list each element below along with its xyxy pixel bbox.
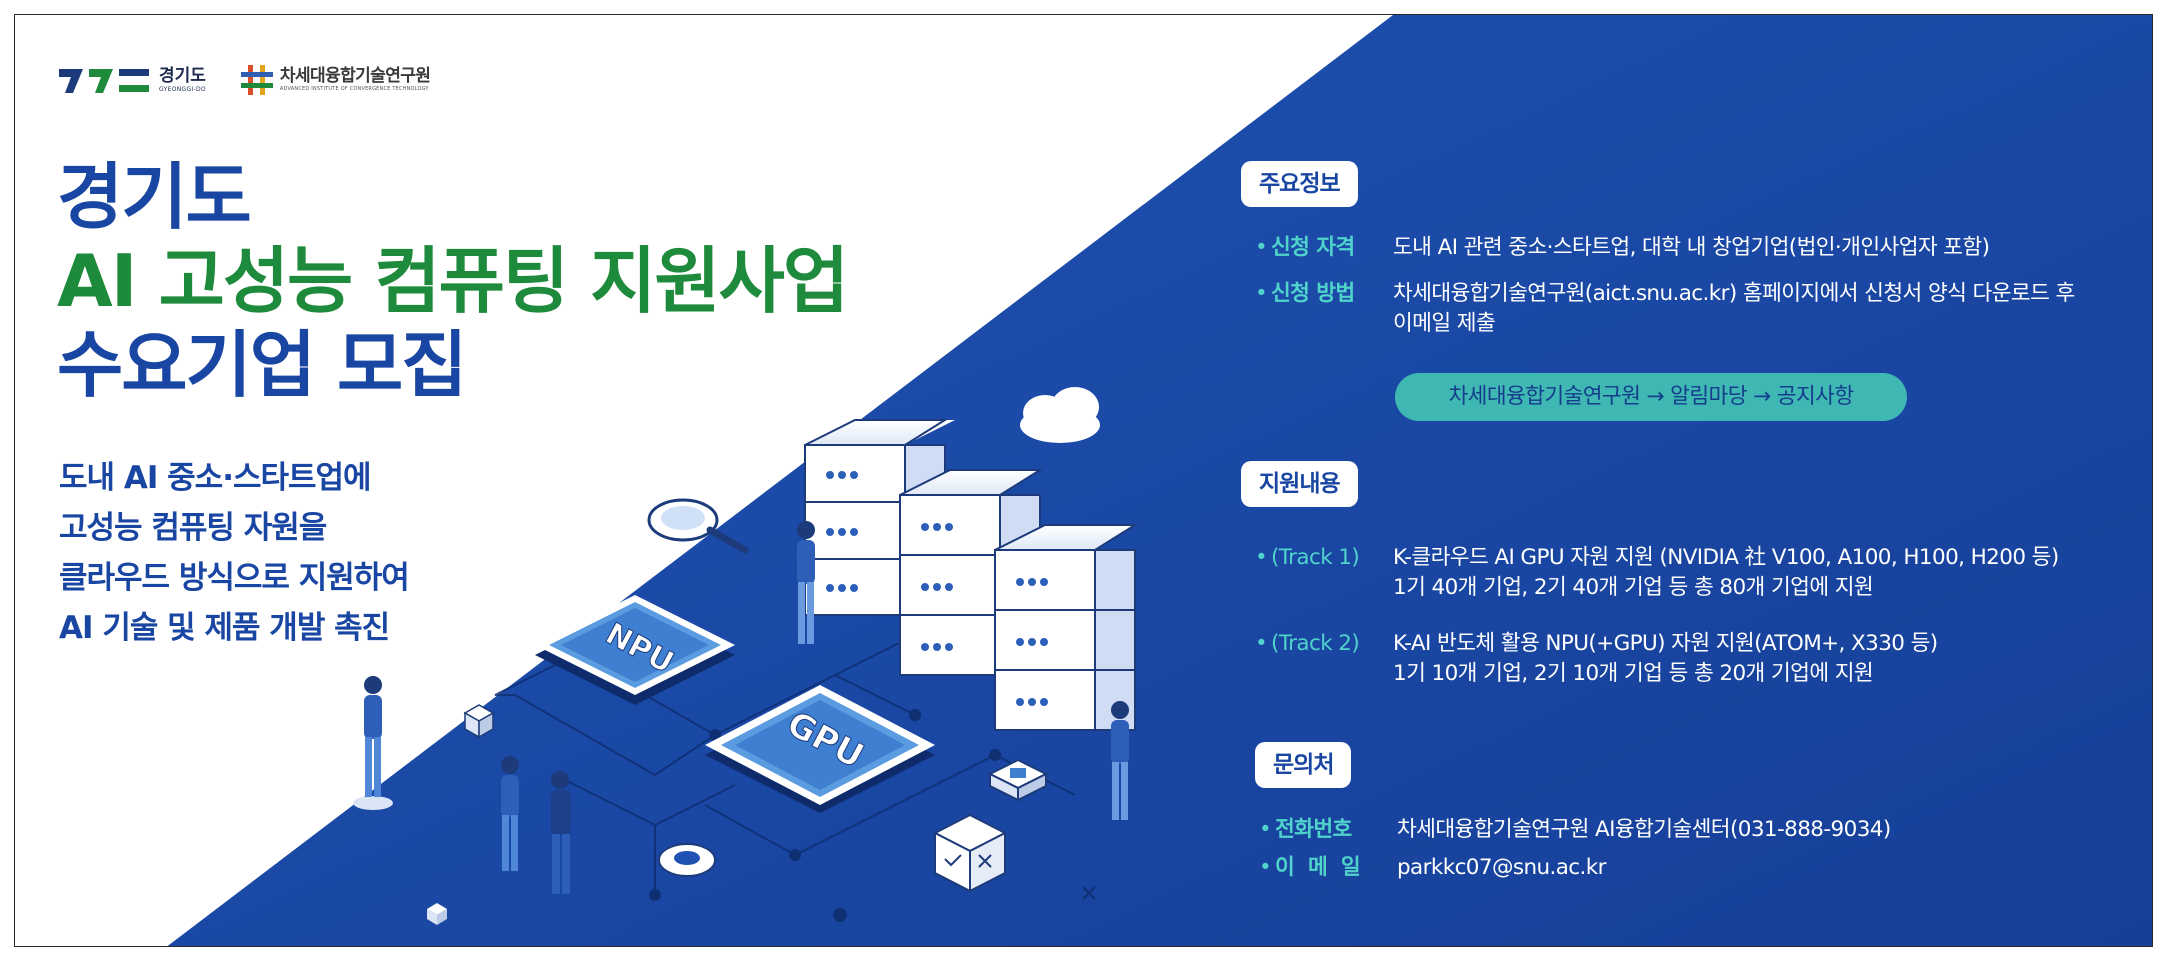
bullet-icon: • — [1255, 631, 1268, 656]
magnifier-icon — [647, 498, 749, 554]
phone-value: 차세대융합기술연구원 AI융합기술센터(031-888-9034) — [1397, 817, 1891, 842]
track1-line-1: K-클라우드 AI GPU 자원 지원 (NVIDIA 社 V100, A100… — [1393, 545, 2059, 570]
track2-row: • (Track 2) K-AI 반도체 활용 NPU(+GPU) 자원 지원(… — [1255, 629, 1938, 689]
headline-line-3: 수요기업 모집 — [57, 323, 468, 407]
eligibility-value: 도내 AI 관련 중소·스타트업, 대학 내 창업기업(법인·개인사업자 포함) — [1393, 235, 1990, 260]
logo-row: 경기도 GYEONGGI-DO 차세대융합기술연구원 ADVANCED INST… — [59, 63, 431, 97]
circuit-lines — [494, 634, 1076, 895]
person-icon-4 — [797, 521, 815, 644]
bullet-icon: • — [1255, 545, 1268, 570]
eligibility-label: 신청 자격 — [1271, 235, 1355, 260]
track2-label: (Track 2) — [1271, 631, 1360, 656]
chip-cube-icon — [987, 758, 1049, 802]
server-stack-3 — [994, 524, 1139, 731]
support-tag: 지원내용 — [1241, 461, 1358, 507]
subtitle: 도내 AI 중소·스타트업에 고성능 컴퓨팅 자원을 클라우드 방식으로 지원하… — [59, 453, 410, 653]
aict-logo-en: ADVANCED INSTITUTE OF CONVERGENCE TECHNO… — [279, 86, 429, 92]
phone-label: 전화번호 — [1275, 817, 1352, 842]
gpu-chip — [705, 685, 935, 813]
person-icon-1 — [353, 676, 393, 810]
cloud-icon — [1020, 387, 1100, 443]
track2-line-2: 1기 10개 기업, 2기 10개 기업 등 총 20개 기업에 지원 — [1393, 661, 1874, 686]
headline-line-1: 경기도 — [57, 155, 252, 239]
x-mark-icon — [1082, 886, 1096, 900]
bullet-icon: • — [1259, 817, 1272, 842]
bullet-icon: • — [1259, 855, 1272, 880]
headline-line-2: AI 고성능 컴퓨팅 지원사업 — [57, 239, 849, 323]
cube-icon — [463, 704, 495, 739]
npu-chip — [535, 595, 735, 705]
email-value: parkkc07@snu.ac.kr — [1397, 855, 1606, 880]
method-value-line-1: 차세대융합기술연구원(aict.snu.ac.kr) 홈페이지에서 신청서 양식… — [1393, 281, 2075, 306]
aict-mark-icon — [240, 65, 273, 95]
circuit-nodes — [569, 629, 1001, 922]
person-icon-2 — [501, 756, 519, 871]
phone-row: • 전화번호 차세대융합기술연구원 AI융합기술센터(031-888-9034) — [1259, 815, 1891, 845]
poster-frame: NPU GPU 경기도 GYEONGGI-DO — [14, 14, 2153, 947]
method-row: • 신청 방법 차세대융합기술연구원(aict.snu.ac.kr) 홈페이지에… — [1255, 279, 2075, 339]
subtitle-line-1: 도내 AI 중소·스타트업에 — [59, 460, 372, 496]
track1-label: (Track 1) — [1271, 545, 1360, 570]
subtitle-line-2: 고성능 컴퓨팅 자원을 — [59, 510, 327, 546]
main-info-tag: 주요정보 — [1241, 161, 1358, 207]
notice-path-pill: 차세대융합기술연구원 → 알림마당 → 공지사항 — [1395, 373, 1907, 421]
bullet-icon: • — [1255, 281, 1268, 306]
bullet-icon: • — [1255, 235, 1268, 260]
person-icon-5 — [1111, 701, 1129, 820]
gyeonggi-mark-icon — [59, 69, 149, 93]
gyeonggi-logo: 경기도 GYEONGGI-DO — [59, 65, 206, 95]
gyeonggi-logo-en: GYEONGGI-DO — [159, 85, 206, 93]
eligibility-row: • 신청 자격 도내 AI 관련 중소·스타트업, 대학 내 창업기업(법인·개… — [1255, 233, 1990, 263]
track2-line-1: K-AI 반도체 활용 NPU(+GPU) 자원 지원(ATOM+, X330 … — [1393, 631, 1938, 656]
gyeonggi-logo-text: 경기도 — [159, 65, 206, 86]
method-value-line-2: 이메일 제출 — [1393, 311, 1496, 336]
ring-icon — [658, 843, 716, 877]
checkbox-cube-icon — [932, 813, 1008, 893]
person-icon-3 — [551, 771, 571, 894]
method-label: 신청 방법 — [1271, 281, 1355, 306]
aict-logo-text: 차세대융합기술연구원 — [279, 66, 431, 86]
subtitle-line-3: 클라우드 방식으로 지원하여 — [59, 560, 410, 596]
background-illustration: NPU GPU — [167, 15, 2152, 946]
subtitle-line-4: AI 기술 및 제품 개발 촉진 — [59, 610, 390, 646]
headline: 경기도 AI 고성능 컴퓨팅 지원사업 수요기업 모집 — [57, 155, 849, 407]
track1-row: • (Track 1) K-클라우드 AI GPU 자원 지원 (NVIDIA … — [1255, 543, 2059, 603]
small-cube-icon — [427, 903, 447, 925]
contact-tag: 문의처 — [1255, 742, 1352, 788]
aict-logo: 차세대융합기술연구원 ADVANCED INSTITUTE OF CONVERG… — [240, 63, 431, 97]
email-row: • 이 메 일 parkkc07@snu.ac.kr — [1259, 853, 1606, 883]
email-label: 이 메 일 — [1275, 855, 1361, 880]
track1-line-2: 1기 40개 기업, 2기 40개 기업 등 총 80개 기업에 지원 — [1393, 575, 1874, 600]
blue-diagonal-panel — [167, 15, 2152, 946]
